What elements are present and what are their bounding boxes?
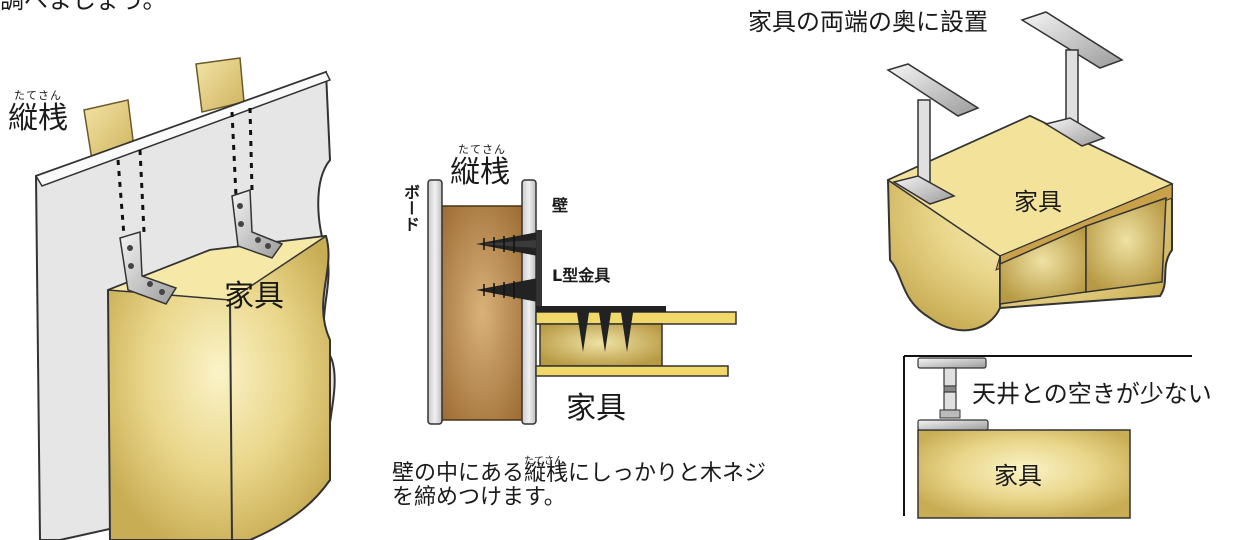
wall-screw-2 bbox=[476, 278, 540, 302]
caption-stud-ruby: たてさん bbox=[524, 456, 565, 467]
wall-screw-1 bbox=[476, 232, 540, 256]
gap-label: 天井との空きが少ない bbox=[972, 380, 1212, 408]
furniture-bottom-board bbox=[535, 365, 729, 377]
furniture-label-right: 家具 bbox=[1014, 188, 1062, 216]
tension-pole-1 bbox=[886, 63, 980, 205]
caption-part-a: 壁の中にある bbox=[392, 461, 525, 486]
intro-text-fragment: 調べましょう。 bbox=[0, 0, 167, 14]
furniture-label-middle: 家具 bbox=[566, 391, 626, 426]
l-bracket-right bbox=[231, 188, 284, 259]
stud-ruby-middle: たてさん bbox=[458, 143, 506, 156]
right-bottom-diagram bbox=[903, 355, 1192, 519]
furniture-left bbox=[106, 234, 331, 540]
furniture-small bbox=[917, 429, 1131, 519]
stud-label-middle: 縦桟 bbox=[450, 155, 510, 190]
board-left bbox=[427, 179, 443, 425]
furniture-label-right-small: 家具 bbox=[994, 462, 1042, 490]
middle-section-diagram bbox=[427, 179, 737, 425]
wall-label: 壁 bbox=[552, 196, 569, 215]
left-wall-diagram bbox=[34, 57, 336, 540]
furniture-label-left: 家具 bbox=[224, 279, 284, 314]
caption-line-1: 壁の中にあるたてさん縦桟にしっかりと木ネジ bbox=[392, 456, 767, 486]
l-bracket-left bbox=[119, 231, 178, 305]
stud-ruby-left: たてさん bbox=[14, 89, 62, 102]
caption-stud-word: 縦桟 bbox=[524, 461, 569, 486]
right-top-diagram bbox=[886, 11, 1174, 332]
tension-pole-short bbox=[917, 357, 989, 431]
caption-part-c: にしっかりと木ネジ bbox=[568, 461, 767, 486]
stud-label-left: 縦桟 bbox=[8, 101, 68, 136]
caption-stud-ruby-wrap: たてさん縦桟 bbox=[524, 456, 569, 486]
board-label: ボード bbox=[401, 184, 420, 232]
right-title: 家具の両端の奥に設置 bbox=[748, 8, 988, 36]
shelf-screws bbox=[576, 306, 634, 352]
furniture-top-board bbox=[535, 311, 737, 325]
furniture-body bbox=[539, 323, 663, 367]
tension-pole-2 bbox=[1020, 11, 1124, 147]
bracket-label: L型金具 bbox=[552, 266, 611, 285]
caption-line-2: を締めつけます。 bbox=[392, 485, 566, 510]
board-right bbox=[521, 179, 537, 425]
